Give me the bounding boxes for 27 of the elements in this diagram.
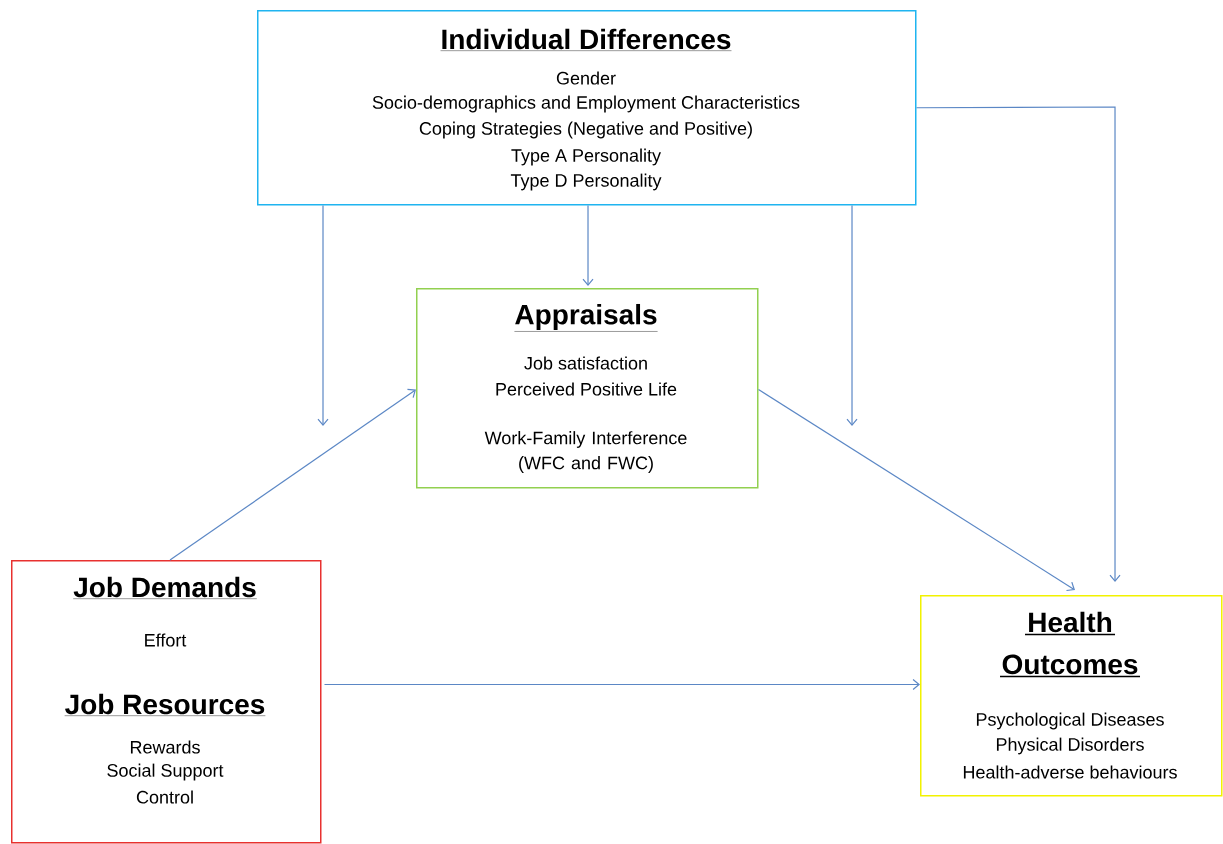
body-text: Perceived Positive Life [496,382,677,396]
body-text: Health-adverse behaviours [963,765,1177,779]
body-text: Effort [145,633,187,647]
body-text: Type A Personality [511,148,661,166]
body-text: Coping Strategies (Negative and Positive) [419,121,752,139]
body-text: Job satisfaction [524,356,647,370]
body-text: Work-Family Interference (WFC and FWC) [484,431,687,473]
body-text: Rewards [130,740,200,754]
arrow [915,106,1121,582]
body-text: Psychological Diseases [976,712,1164,730]
body-text: Social Support [107,763,224,781]
body-text: Type D Personality [510,173,662,191]
arrow [169,388,416,561]
arrow [582,204,594,286]
heading: Job Resources [64,693,266,716]
arrow [846,204,858,426]
body-text: Socio-demographics and Employment Characteristics [372,95,800,113]
arrow [757,388,1075,592]
body-text: Gender [556,71,616,85]
body-text: Control [136,790,193,804]
heading: Job Demands [73,576,257,599]
heading: Appraisals [514,303,658,332]
arrow [317,204,329,426]
arrow [323,678,920,691]
body-text: Physical Disorders [996,737,1144,755]
heading: Health Outcomes [999,611,1141,678]
heading: Individual Differences [440,28,732,51]
